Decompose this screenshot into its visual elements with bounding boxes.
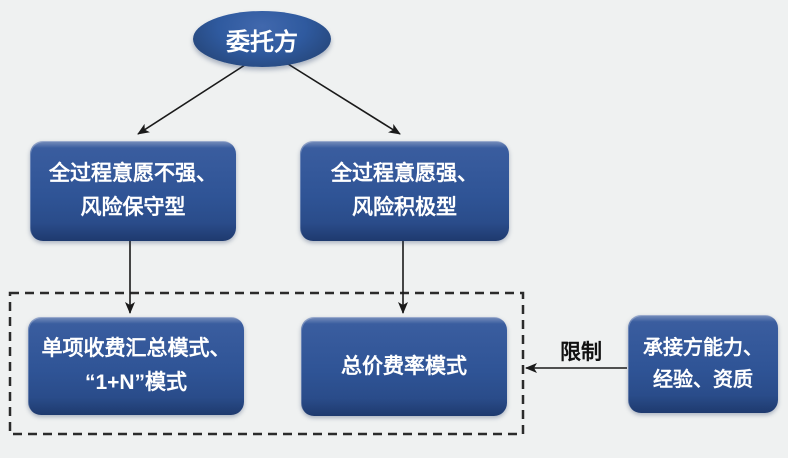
node-contractor-line2: 经验、资质 [653, 369, 753, 391]
node-mode-lumpsum-label: 总价费率模式 [341, 354, 467, 378]
node-client: 委托方 [193, 11, 331, 67]
constraint-arrow-label: 限制 [560, 341, 602, 364]
node-branch-conservative: 全过程意愿不强、 风险保守型 [30, 141, 236, 241]
node-mode-itemized-line2: “1+N”模式 [84, 371, 188, 394]
node-branch-conservative-line1: 全过程意愿不强、 [49, 162, 217, 185]
arrow-client-to-aggressive [287, 63, 401, 135]
node-branch-conservative-line2: 风险保守型 [80, 196, 186, 219]
node-mode-itemized: 单项收费汇总模式、 “1+N”模式 [28, 317, 244, 415]
node-client-label: 委托方 [226, 28, 298, 56]
node-mode-itemized-line1: 单项收费汇总模式、 [41, 337, 231, 360]
node-branch-aggressive-line2: 风险积极型 [352, 196, 457, 219]
node-branch-aggressive-line1: 全过程意愿强、 [331, 162, 478, 185]
arrow-client-to-conservative [137, 62, 249, 135]
node-branch-aggressive: 全过程意愿强、 风险积极型 [300, 141, 509, 241]
node-contractor-line1: 承接方能力、 [643, 337, 763, 359]
node-contractor: 承接方能力、 经验、资质 [628, 315, 778, 413]
node-mode-lumpsum: 总价费率模式 [301, 317, 507, 416]
